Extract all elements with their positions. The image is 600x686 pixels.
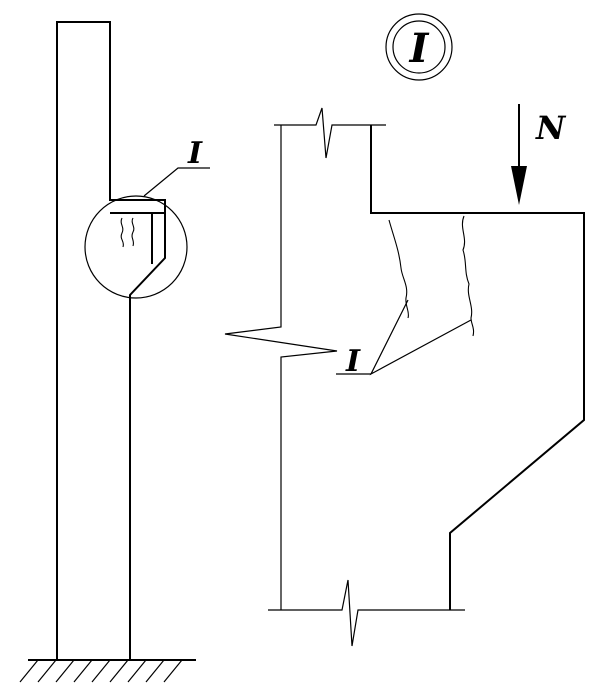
detail-title-inner-circle xyxy=(392,20,446,74)
corbel-outline xyxy=(370,125,585,610)
column-outline xyxy=(56,21,166,660)
load-label: N xyxy=(535,109,567,147)
crack-leader-line xyxy=(369,299,472,376)
ground-hatch-mark xyxy=(55,659,75,683)
corbel-crack-1 xyxy=(120,217,124,248)
ground-hatch-mark xyxy=(127,659,147,683)
detail-view: I I N xyxy=(224,13,585,647)
crack-left xyxy=(388,219,409,319)
detail-title-label: I xyxy=(409,25,430,72)
detail-callout-label: I xyxy=(187,136,203,171)
column-elevation: I xyxy=(19,21,210,683)
crack-callout-label: I xyxy=(345,344,361,379)
ground-hatch-mark xyxy=(163,659,183,683)
top-break-line xyxy=(274,107,386,159)
ground-hatch-mark xyxy=(19,659,39,683)
detail-title-outer-circle xyxy=(385,13,453,81)
ground-hatch-mark xyxy=(91,659,111,683)
ground-hatch-mark xyxy=(145,659,165,683)
crack-right xyxy=(461,215,475,337)
detail-circle xyxy=(84,195,188,299)
ground-hatch-mark xyxy=(73,659,93,683)
load-arrow-head xyxy=(511,166,527,205)
corbel-crack-2 xyxy=(131,217,135,247)
bottom-break-line xyxy=(268,579,465,647)
ground-hatch xyxy=(19,659,183,683)
ground-hatch-mark xyxy=(109,659,129,683)
detail-leader-line xyxy=(143,167,210,197)
ground-hatch-mark xyxy=(37,659,57,683)
left-break-line xyxy=(224,125,338,610)
